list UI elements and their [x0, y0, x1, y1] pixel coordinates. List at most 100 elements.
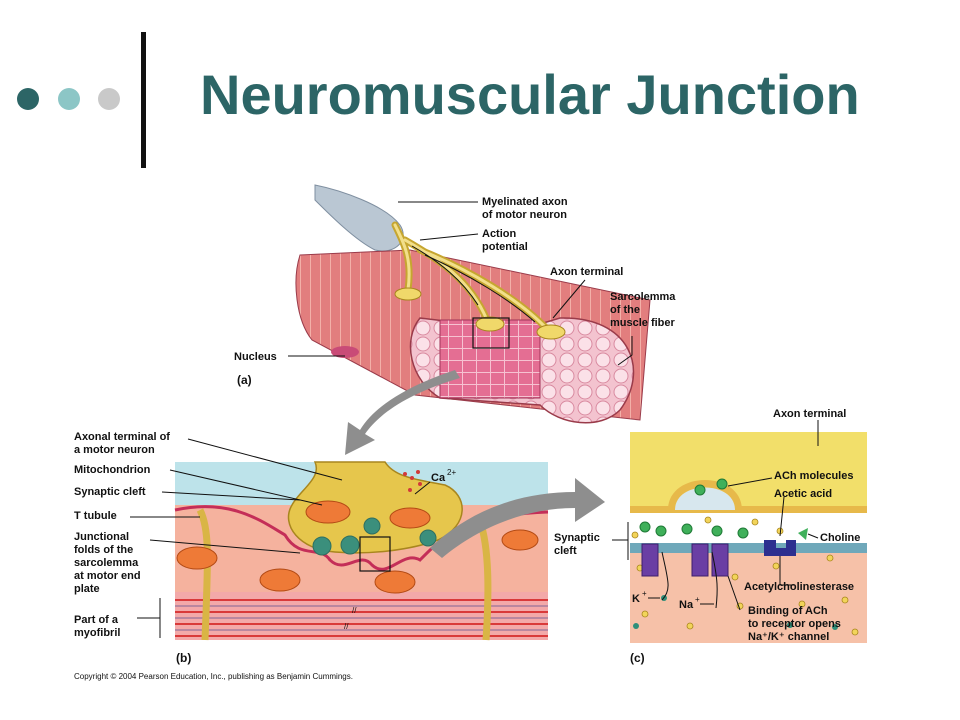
axon-branch [403, 238, 489, 322]
terminal-membrane [630, 506, 867, 513]
axon-terminal-bulb [475, 316, 505, 332]
label-sarcolemma-3: muscle fiber [610, 317, 676, 329]
label-myofibril: Part of a [74, 614, 119, 626]
calcium-ions [403, 470, 422, 492]
label-synaptic-cleft-c-2: cleft [554, 545, 577, 557]
leader-junctional [149, 539, 301, 554]
label-calcium: Ca [431, 472, 446, 484]
label-potassium: K [632, 593, 640, 605]
synaptic-cleft-c [630, 513, 867, 543]
zoom-arrow-a-to-b [345, 370, 460, 455]
leader-choline [807, 533, 819, 539]
axon-terminal-bulb [536, 324, 566, 340]
label-junctional-folds-2: folds of the [74, 544, 133, 556]
panel-a: Myelinated axon of motor neuron Action p… [234, 184, 676, 455]
leader-axonal-terminal [187, 438, 343, 481]
label-myelinated-axon-2: of motor neuron [482, 209, 567, 221]
mitochondrion [374, 570, 416, 594]
panel-b: // // Axonal terminal of a motor neuron … [74, 431, 605, 665]
break-mark: // [344, 622, 349, 631]
ach-receptor [691, 543, 709, 577]
label-binding-2: to receptor opens [748, 618, 841, 630]
label-axon-terminal-a: Axon terminal [550, 266, 623, 278]
label-myelinated-axon: Myelinated axon [482, 196, 568, 208]
label-junctional-folds: Junctional [74, 531, 129, 543]
label-sodium-charge: + [695, 595, 700, 604]
myofibril-grid [439, 319, 541, 399]
muscle-cytoplasm-c [630, 553, 867, 643]
label-synaptic-cleft-b: Synaptic cleft [74, 486, 146, 498]
copyright-text: Copyright © 2004 Pearson Education, Inc.… [74, 672, 353, 681]
leader-cleft [612, 522, 629, 560]
label-axonal-terminal: Axonal terminal of [74, 431, 170, 443]
synaptic-vesicle [363, 517, 381, 535]
label-sodium: Na [679, 599, 694, 611]
label-potassium-charge: + [642, 589, 647, 598]
bullet-dot-dark [17, 88, 39, 110]
panel-tag-b: (b) [176, 651, 191, 665]
leader-ache [779, 556, 795, 586]
label-acetylcholinesterase: Acetylcholinesterase [744, 581, 854, 593]
label-synaptic-cleft-c: Synaptic [554, 532, 600, 544]
label-action-potential: Action [482, 228, 517, 240]
break-mark: // [352, 606, 357, 615]
slide-title: Neuromuscular Junction [200, 63, 860, 126]
calcium-arrow [414, 481, 431, 495]
label-sarcolemma: Sarcolemma [610, 291, 676, 303]
zoom-arrow-b-to-c [430, 478, 605, 558]
leader-myofibril [137, 598, 161, 638]
leader-axon-terminal [552, 279, 586, 319]
zoom-box-a [472, 317, 510, 349]
bullet-dot-light [98, 88, 120, 110]
axon-terminal-c [630, 432, 867, 510]
label-ach-molecules: ACh molecules [774, 470, 853, 482]
ach-receptor [641, 543, 659, 577]
label-t-tubule: T tubule [74, 510, 117, 522]
fusing-vesicle-lumen [675, 487, 735, 510]
label-sarcolemma-2: of the [610, 304, 640, 316]
synaptic-vesicle [419, 529, 437, 547]
leader-synaptic-cleft [161, 491, 301, 501]
leader-acetic-acid [779, 496, 785, 537]
choline-molecule [798, 528, 808, 540]
axon-branch [393, 223, 411, 292]
label-mitochondrion: Mitochondrion [74, 464, 151, 476]
panel-c: Axon terminal ACh molecules Acetic acid … [554, 408, 867, 665]
label-nucleus: Nucleus [234, 351, 277, 363]
leader-mitochondrion [169, 469, 323, 506]
label-myofibril-2: myofibril [74, 627, 120, 639]
synaptic-vesicle [312, 536, 332, 556]
label-axonal-terminal-2: a motor neuron [74, 444, 155, 456]
bullet-dot-mid [58, 88, 80, 110]
label-junctional-folds-4: at motor end [74, 570, 141, 582]
action-potential-arrow [411, 245, 479, 306]
mitochondrion [176, 546, 218, 570]
sarcolemma-membrane [630, 543, 867, 553]
panel-tag-a: (a) [237, 373, 252, 387]
label-choline: Choline [820, 532, 860, 544]
potassium-dots [633, 595, 838, 630]
leader-ach [727, 477, 773, 487]
label-junctional-folds-3: sarcolemma [74, 557, 139, 569]
label-acetic-acid: Acetic acid [774, 488, 832, 500]
k-arrow [661, 551, 669, 601]
label-axon-terminal-c: Axon terminal [773, 408, 846, 420]
mitochondrion [389, 507, 431, 529]
mitochondrion [501, 529, 539, 551]
title-divider [141, 32, 146, 168]
ach-receptor [711, 543, 729, 577]
axon-terminal-bulb [394, 287, 422, 301]
myelin-sheath [314, 184, 404, 252]
nucleus [331, 346, 359, 358]
label-action-potential-2: potential [482, 241, 528, 253]
mitochondrion [259, 568, 301, 592]
na-arrow [711, 551, 718, 609]
label-binding: Binding of ACh [748, 605, 828, 617]
leader-sarcolemma [617, 336, 633, 366]
leader-action [419, 233, 479, 241]
action-potential-arrow [424, 254, 536, 323]
acetylcholinesterase-enzyme [764, 540, 796, 556]
synaptic-vesicle [340, 535, 360, 555]
axon-branch [418, 248, 550, 332]
